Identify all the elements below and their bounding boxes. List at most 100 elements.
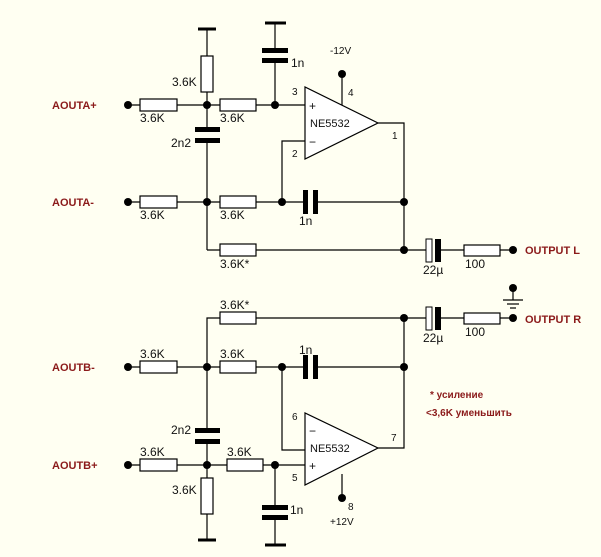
capacitor-label: 1n — [299, 343, 312, 357]
resistor — [219, 98, 257, 112]
pin-label: 1 — [392, 131, 398, 142]
ground-dot — [509, 284, 517, 292]
resistor-label: 3.6K — [220, 347, 245, 361]
resistor-label: 3.6K — [172, 483, 197, 497]
capacitor-label: 1n — [299, 214, 312, 228]
terminal-dot — [509, 314, 517, 322]
resistor-label: 3.6K — [172, 75, 197, 89]
note-gain: * усиление — [430, 390, 484, 401]
capacitor-label: 2n2 — [171, 423, 191, 437]
plus-sign: + — [309, 459, 316, 473]
capacitor-plate — [195, 428, 220, 433]
node-dot — [400, 314, 408, 322]
supply-label: +12V — [330, 517, 354, 528]
resistor-label: 3.6K — [140, 111, 165, 125]
resistor — [200, 477, 214, 515]
capacitor-plate — [262, 515, 288, 520]
capacitor-label: 2n2 — [171, 136, 191, 150]
output-label-right: OUTPUT R — [525, 314, 581, 326]
resistor-label: 100 — [465, 325, 485, 339]
resistor — [219, 195, 257, 209]
opamp-a — [304, 86, 380, 160]
resistor — [139, 360, 178, 374]
capacitor-plate — [262, 505, 288, 510]
capacitor-plate — [303, 190, 308, 214]
pin-label: 8 — [348, 502, 354, 513]
resistor — [463, 312, 501, 325]
minus-sign: − — [309, 135, 316, 149]
resistor-label: 100 — [465, 257, 485, 271]
polar-capacitor-plate — [425, 238, 433, 263]
plus-sign: + — [309, 99, 316, 113]
terminal-dot — [124, 461, 132, 469]
node-dot — [203, 461, 211, 469]
polar-capacitor-plate — [435, 307, 441, 330]
pin-label: 5 — [292, 473, 298, 484]
input-label-aoutb-plus: AOUTB+ — [52, 460, 98, 472]
channel-b: AOUTB- AOUTB+ − + NE5532 6 5 7 8 + — [52, 284, 581, 547]
node-dot — [400, 246, 408, 254]
resistor — [219, 360, 257, 374]
node-dot — [203, 363, 211, 371]
capacitor-plate — [303, 355, 308, 379]
pin-label: 3 — [292, 87, 298, 98]
opamp-part-label: NE5532 — [310, 118, 350, 130]
capacitor-label: 1n — [291, 56, 304, 70]
node-dot — [271, 461, 279, 469]
resistor-label: 3.6K* — [220, 257, 250, 271]
pin-label: 4 — [348, 88, 354, 99]
polar-capacitor-plate — [425, 306, 433, 331]
supply-label: -12V — [330, 46, 351, 57]
resistor — [219, 311, 257, 325]
terminal-dot — [124, 198, 132, 206]
resistor — [139, 195, 178, 209]
capacitor-plate — [195, 138, 220, 143]
resistor — [219, 243, 257, 257]
resistor-label: 3.6K — [140, 208, 165, 222]
terminal-dot — [509, 246, 517, 254]
channel-a: AOUTA+ AOUTA- + − NE5532 3 2 4 1 -12V — [52, 21, 580, 277]
junction-dots — [124, 70, 517, 254]
input-label-aouta-minus: AOUTA- — [52, 197, 94, 209]
input-label-aouta-plus: AOUTA+ — [52, 100, 97, 112]
pin-label: 7 — [391, 433, 397, 444]
node-dot — [400, 363, 408, 371]
resistor-label: 3.6K — [220, 111, 245, 125]
capacitor-plate — [195, 127, 220, 132]
capacitor-label: 22µ — [423, 263, 443, 277]
junction-dots — [124, 284, 517, 502]
supply-dot — [338, 70, 346, 78]
capacitor-plate — [262, 58, 288, 63]
input-label-aoutb-minus: AOUTB- — [52, 362, 95, 374]
ground-icon — [503, 299, 523, 309]
capacitor-label: 1n — [290, 503, 303, 517]
node-dot — [271, 101, 279, 109]
resistor-label: 3.6K* — [220, 298, 250, 312]
node-dot — [278, 363, 286, 371]
terminal-dot — [124, 101, 132, 109]
note-reduce: <3,6K уменьшить — [426, 408, 512, 419]
resistor — [226, 458, 264, 472]
resistor-label: 3.6K — [220, 208, 245, 222]
minus-sign: − — [309, 424, 316, 438]
resistor — [463, 244, 501, 257]
opamp-b — [304, 412, 380, 486]
resistor-label: 3.6K — [227, 445, 252, 459]
node-dot — [203, 198, 211, 206]
pin-label: 6 — [292, 412, 298, 423]
supply-dot — [338, 494, 346, 502]
node-dot — [203, 101, 211, 109]
node-dot — [278, 198, 286, 206]
capacitor-plate — [262, 48, 288, 53]
opamp-part-label: NE5532 — [310, 443, 350, 455]
output-label-left: OUTPUT L — [525, 245, 580, 257]
capacitor-label: 22µ — [423, 331, 443, 345]
resistor — [200, 55, 214, 93]
resistor — [139, 458, 178, 472]
pin-label: 2 — [292, 149, 298, 160]
capacitor-plate — [313, 355, 318, 379]
terminal-dot — [124, 363, 132, 371]
capacitor-plate — [195, 439, 220, 444]
polar-capacitor-plate — [435, 239, 441, 262]
